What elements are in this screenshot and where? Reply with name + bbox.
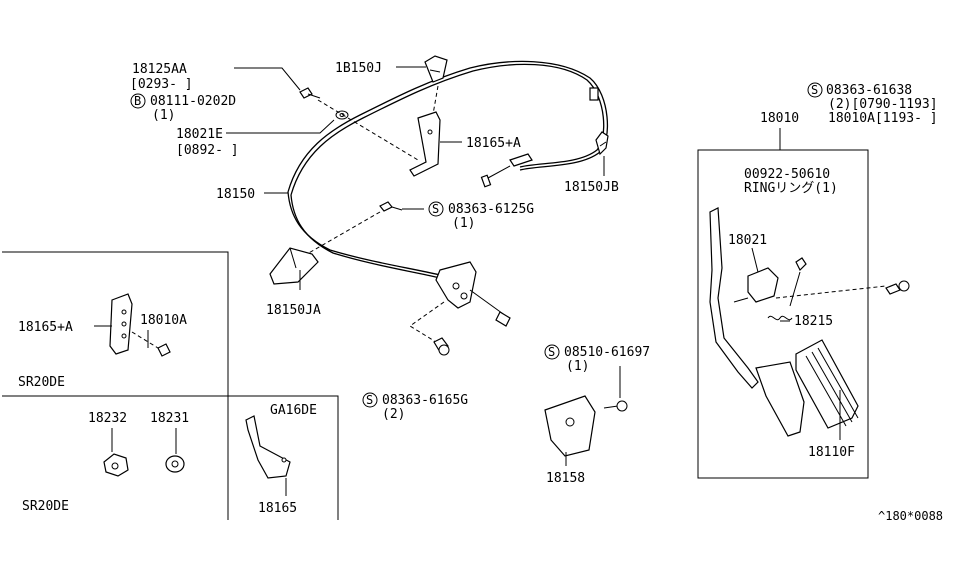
pedal-assembly-frame — [697, 149, 869, 479]
label-18010A-date: 18010A[1193- ] — [828, 111, 938, 126]
label-screw2-prefix: S — [366, 393, 373, 407]
screw-6125G-icon — [379, 201, 403, 212]
label-18125AA: 18125AA — [132, 62, 187, 77]
label-ring-number: 00922-50610 — [744, 167, 830, 182]
clip-18150JB-icon — [595, 131, 609, 156]
accelerator-cable — [287, 60, 609, 279]
accelerator-pedal-arm-icon — [709, 207, 805, 437]
inset1-bracket-icon — [109, 293, 171, 357]
label-ring: RINGリング(1) — [744, 181, 838, 196]
inset3-bracket-18165-icon — [245, 415, 291, 479]
label-inset3-model: GA16DE — [270, 403, 317, 418]
label-screw3-number: 08510-61697 — [564, 345, 650, 360]
screw-6165G-icon — [433, 337, 450, 356]
label-screw3-qty: (1) — [566, 359, 589, 374]
cable-end-lever-icon — [435, 261, 511, 327]
label-18150: 18150 — [216, 187, 255, 202]
inset2-nut-18232-icon — [103, 453, 129, 477]
ring-00922-icon — [795, 257, 807, 272]
screw2-prefix-circle — [362, 392, 378, 408]
label-18215: 18215 — [794, 314, 833, 329]
label-18150J: 1B150J — [335, 61, 382, 76]
label-18165A: 18165+A — [466, 136, 521, 151]
label-screw3-prefix: S — [548, 345, 555, 359]
label-inset1-18010A: 18010A — [140, 313, 187, 328]
bracket-18165A-icon — [409, 111, 441, 177]
clip-18150J-icon — [424, 55, 448, 83]
screw3-prefix-circle — [544, 344, 560, 360]
label-bolt-qty: (1) — [152, 108, 175, 123]
pedal-pad-18110F-icon — [795, 339, 859, 429]
label-inset1-18165A: 18165+A — [18, 320, 73, 335]
label-screw1-number: 08363-6125G — [448, 202, 534, 217]
spring-18215-icon — [767, 315, 793, 321]
label-18021E: 18021E — [176, 127, 223, 142]
label-screw2-number: 08363-6165G — [382, 393, 468, 408]
label-screw4-sub: (2)[0790-1193] — [828, 97, 938, 112]
label-18150JA: 18150JA — [266, 303, 321, 318]
label-18158: 18158 — [546, 471, 585, 486]
label-bolt-number: 08111-0202D — [150, 94, 236, 109]
bolt-18125AA-icon — [299, 87, 321, 99]
bracket-18150JA-icon — [269, 247, 319, 285]
label-screw1-prefix: S — [432, 202, 439, 216]
screw4-prefix-circle — [807, 82, 823, 98]
label-screw1-qty: (1) — [452, 216, 475, 231]
label-inset2-18231: 18231 — [150, 411, 189, 426]
screw-61638-icon — [885, 280, 910, 295]
label-18021E-date: [0892- ] — [176, 143, 239, 158]
leader-lines — [94, 66, 841, 496]
pedal-bracket-18021-icon — [733, 267, 779, 303]
label-18125AA-date: [0293- ] — [130, 77, 193, 92]
screw1-prefix-circle — [428, 201, 444, 217]
label-screw4-prefix: S — [811, 83, 818, 97]
label-18150JB: 18150JB — [564, 180, 619, 195]
label-inset2-18232: 18232 — [88, 411, 127, 426]
inset2-nut-18231-icon — [165, 455, 185, 473]
label-18110F: 18110F — [808, 445, 855, 460]
bracket-18158-icon — [544, 395, 596, 457]
label-screw4-number: 08363-61638 — [826, 83, 912, 98]
catalog-reference: ^180*0088 — [878, 509, 943, 523]
screw-61697-icon — [603, 400, 628, 412]
bolt-prefix-circle — [130, 93, 146, 109]
label-bolt-prefix: B — [134, 94, 141, 108]
label-screw2-qty: (2) — [382, 407, 405, 422]
inset-frames — [2, 251, 339, 520]
label-inset1-model: SR20DE — [18, 375, 65, 390]
label-18010: 18010 — [760, 111, 799, 126]
label-18021: 18021 — [728, 233, 767, 248]
label-inset3-18165: 18165 — [258, 501, 297, 516]
label-inset2-model: SR20DE — [22, 499, 69, 514]
